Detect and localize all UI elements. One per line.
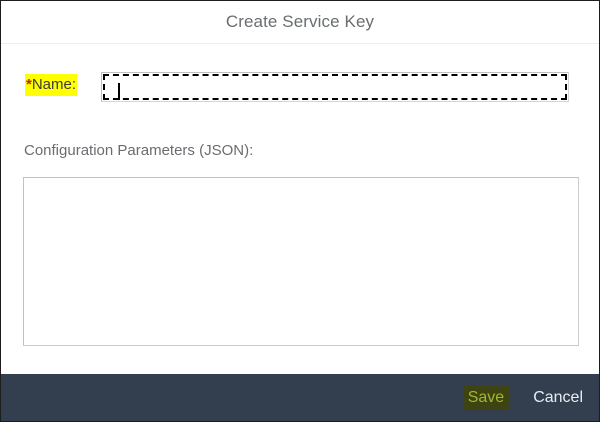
name-input-container[interactable] xyxy=(101,72,569,102)
dialog-footer: Save Cancel xyxy=(1,374,599,421)
name-field-label: *Name: xyxy=(25,74,78,96)
text-caret xyxy=(118,83,120,100)
configuration-parameters-container[interactable] xyxy=(23,177,579,346)
name-input[interactable] xyxy=(111,79,561,95)
save-button[interactable]: Save xyxy=(462,385,510,410)
cancel-button[interactable]: Cancel xyxy=(533,388,583,406)
dialog-body: *Name: Configuration Parameters (JSON): xyxy=(1,44,599,374)
name-input-focus-outline xyxy=(103,74,567,100)
configuration-parameters-label: Configuration Parameters (JSON): xyxy=(24,142,254,159)
name-label-text: Name: xyxy=(31,76,77,93)
configuration-parameters-textarea[interactable] xyxy=(24,178,578,345)
required-asterisk-icon: * xyxy=(26,76,32,93)
name-field-row: *Name: xyxy=(1,72,599,102)
dialog-header: Create Service Key xyxy=(1,1,599,44)
dialog-title: Create Service Key xyxy=(225,12,375,31)
